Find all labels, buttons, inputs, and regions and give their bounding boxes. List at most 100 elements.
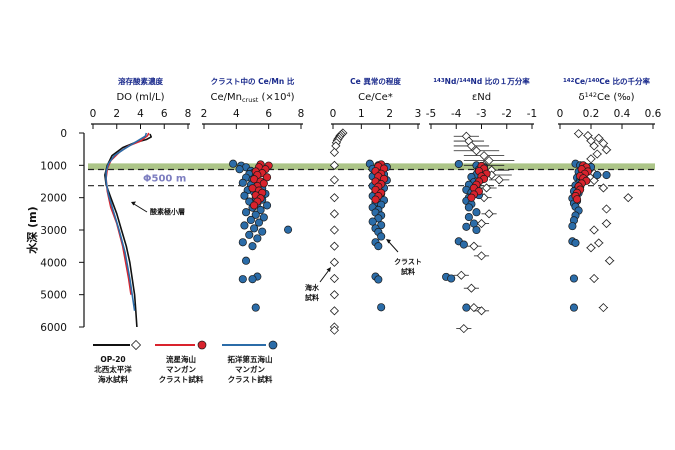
ce-mn-takuyo-point (253, 234, 262, 243)
text-line: OP-20 (100, 355, 125, 364)
ce-mn-takuyo-point (235, 165, 244, 174)
ce-mn-takuyo-point (248, 242, 257, 251)
x-tick-label: 0 (557, 108, 564, 120)
x-tick-label: -2 (502, 108, 512, 120)
x-tick-label: 2 (113, 108, 120, 120)
ce-anomaly-seawater-point (329, 290, 339, 300)
title-part: (×10 (258, 92, 286, 103)
delta-ce-takuyo-point (602, 170, 611, 180)
end-seawater-point (494, 175, 504, 185)
omz-layer-label: 酸素極小層 (150, 207, 185, 216)
phi-label: Φ500 m (143, 174, 186, 185)
omz-arrow (133, 203, 148, 213)
delta-ce-takuyo-point (571, 238, 580, 247)
ce-mn-seiho-point (250, 201, 259, 210)
ce-anomaly-takuyo-point (374, 275, 383, 284)
ce-mn-takuyo-point (258, 227, 267, 236)
delta-ce-seawater-point (598, 183, 608, 193)
end-takuyo-point (464, 203, 473, 212)
ce-mn-takuyo-point (238, 238, 247, 247)
ce-mn-seiho-point (262, 173, 272, 182)
crust-annotation: クラスト試料 (394, 257, 422, 276)
panel-title-jp: 溶存酸素濃度 (118, 76, 163, 86)
panel-title: DO (ml/L) (116, 92, 164, 103)
x-tick-label: 8 (298, 108, 305, 120)
end-seawater-point (466, 283, 476, 293)
title-part: Ce 比の千分率 (599, 76, 650, 86)
delta-ce-seawater-point (592, 149, 602, 159)
crust-arrowhead (386, 239, 391, 244)
ce-mn-takuyo-point (241, 256, 251, 265)
ce-anomaly-seawater-point (329, 225, 339, 235)
delta-ce-seawater-point (586, 154, 596, 164)
delta-ce-seiho-point (572, 195, 582, 204)
x-tick-label: 0.4 (614, 108, 631, 120)
end-takuyo-point (472, 208, 481, 217)
ce-mn-takuyo-point (238, 275, 247, 284)
text-line: 北西太平洋 (94, 364, 132, 374)
x-tick-label: -5 (426, 108, 436, 120)
end-seawater-point (484, 155, 494, 166)
panel-title: Ce/Ce* (358, 92, 393, 103)
title-sup: 4 (286, 91, 290, 99)
ce-mn-takuyo-point (259, 213, 268, 222)
text-line: クラスト (394, 257, 422, 266)
x-tick-label: 8 (185, 108, 192, 120)
end-seawater-point (469, 303, 479, 313)
end-seawater-point (476, 251, 487, 261)
ce-anomaly-takuyo-point (377, 232, 386, 241)
text-line: マンガン (166, 364, 196, 374)
title-sup: 142 (563, 78, 575, 84)
y-tick-label: 3000 (40, 225, 67, 237)
ce-mn-takuyo-point (245, 230, 254, 239)
ce-anomaly-seawater-point (329, 273, 339, 284)
ce-mn-takuyo-point (240, 191, 249, 200)
text-line: クラスト試料 (159, 374, 204, 384)
end-seawater-point (459, 324, 469, 334)
x-tick-label: 1 (358, 108, 365, 120)
panel-title: δ142Ce (‰) (578, 91, 634, 103)
delta-ce-seawater-point (589, 225, 599, 235)
delta-ce-seawater-point (601, 145, 612, 155)
y-tick-label: 1000 (40, 160, 67, 172)
ce-mn-takuyo-point (238, 178, 247, 187)
end-seawater-point (481, 183, 492, 193)
end-takuyo-point (472, 225, 481, 235)
text-line: 試料 (305, 293, 319, 302)
ce-mn-takuyo-point (284, 225, 293, 234)
ce-mn-takuyo-point (250, 224, 259, 233)
ce-mn-takuyo-point (241, 208, 251, 217)
delta-ce-seawater-point (574, 129, 584, 139)
end-takuyo-point (464, 213, 473, 222)
ce-mn-takuyo-point (251, 303, 260, 312)
y-tick-label: 4000 (40, 257, 67, 269)
seawater-annotation: 海水試料 (305, 283, 320, 302)
delta-ce-seawater-point (598, 138, 608, 148)
ce-anomaly-seawater-point (329, 325, 339, 335)
text-line: 流星海山 (166, 354, 196, 364)
x-tick-label: 0 (330, 108, 337, 120)
title-sup: 144 (459, 78, 471, 84)
end-seawater-point (476, 218, 487, 229)
ce-mn-takuyo-point (254, 218, 264, 227)
text-line: 海水試料 (98, 374, 128, 384)
end-takuyo-point (462, 303, 471, 312)
seawater-arrow (319, 269, 330, 283)
x-tick-label: -3 (476, 108, 486, 120)
ce-mn-takuyo-point (262, 201, 272, 210)
ce-mn-takuyo-point (240, 221, 249, 230)
title-part: Ce (‰) (597, 92, 635, 103)
crust-arrow (388, 241, 399, 253)
end-seawater-point (484, 209, 494, 219)
delta-ce-seawater-point (589, 273, 599, 284)
x-tick-label: -1 (527, 108, 537, 120)
title-part: δ (578, 92, 584, 103)
text-line: マンガン (235, 364, 265, 374)
delta-ce-seawater-point (605, 256, 615, 266)
panel-title: Ce/Mncrust (×104) (210, 91, 294, 104)
delta-ce-seawater-point (598, 303, 608, 313)
end-seawater-point (479, 151, 489, 161)
ce-anomaly-takuyo-point (377, 303, 386, 312)
